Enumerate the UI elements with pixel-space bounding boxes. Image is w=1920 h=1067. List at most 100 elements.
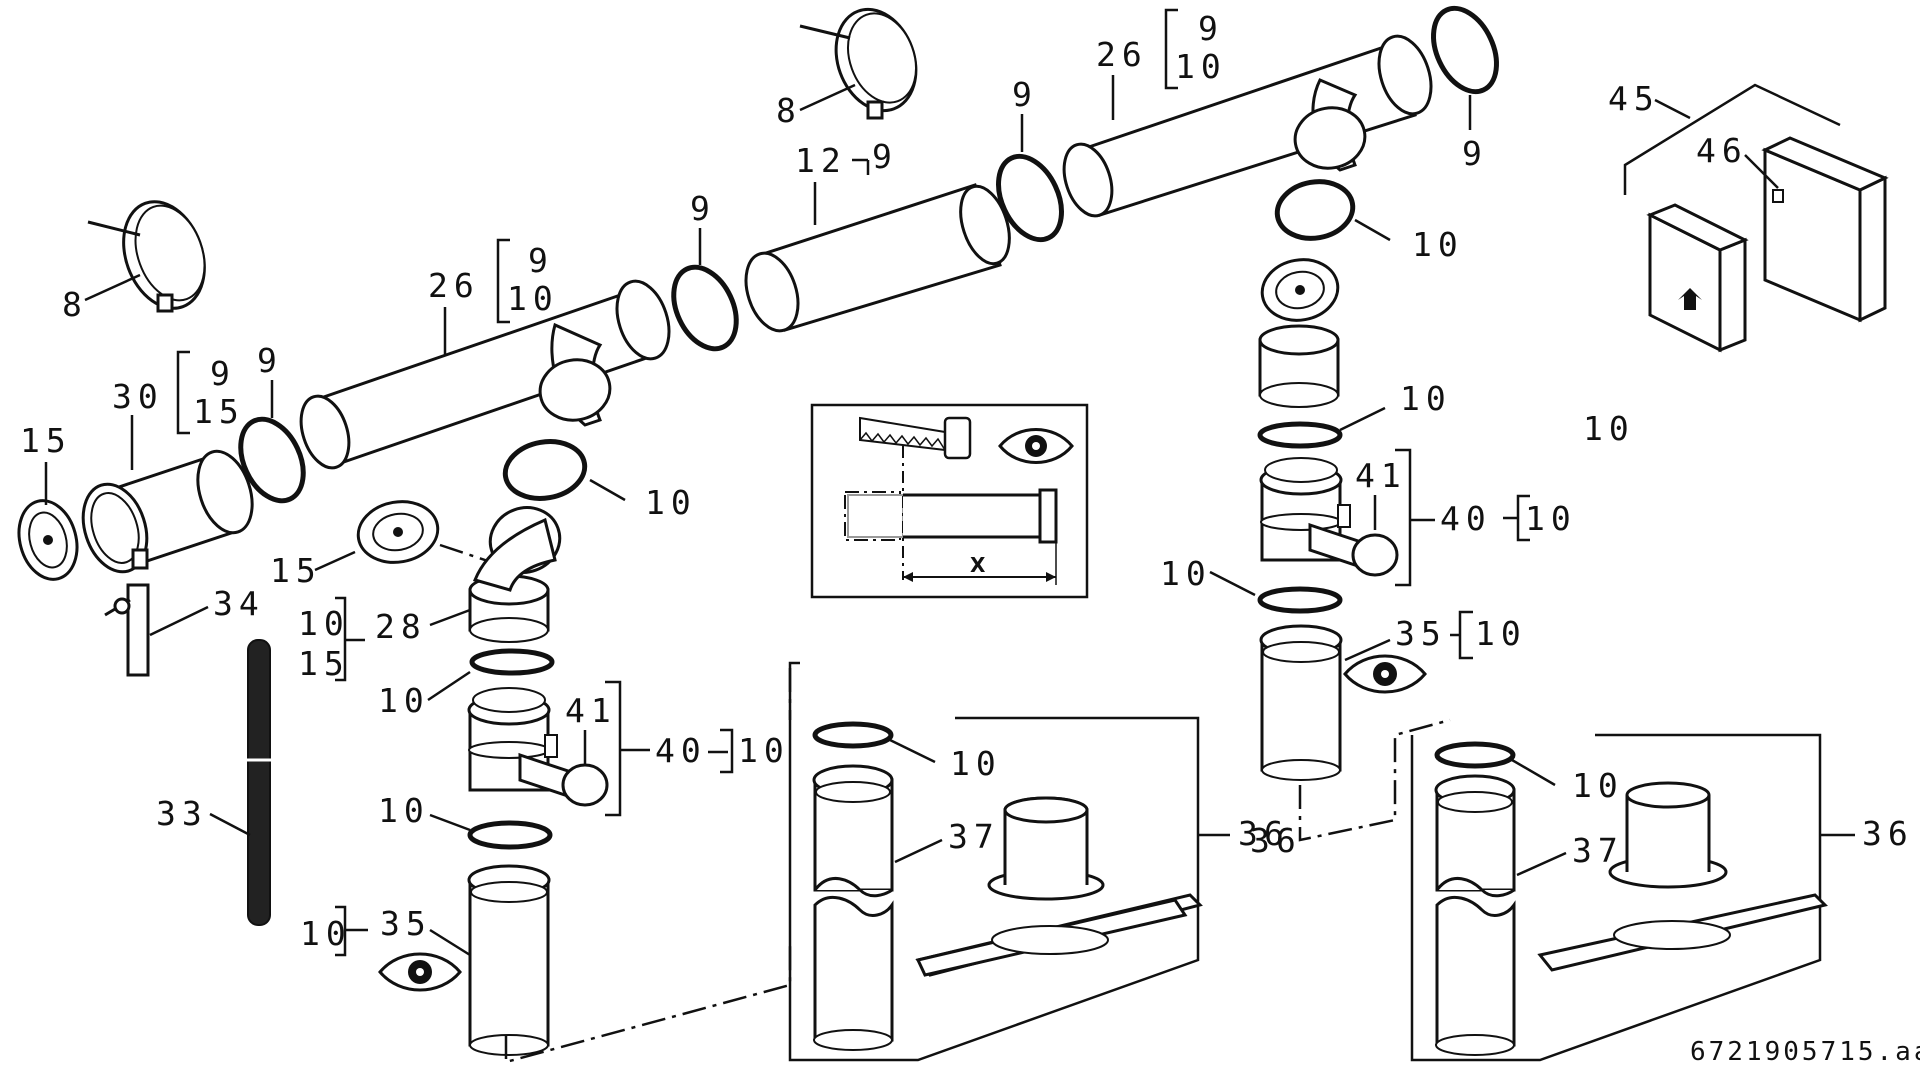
- bracket-36-left: [788, 661, 1200, 1062]
- leader-34: [149, 605, 209, 637]
- pipe-35-right: [1259, 624, 1343, 781]
- tee-pipe-26-left: [299, 279, 671, 470]
- leader-10-c: [427, 670, 471, 702]
- label-46: 46: [1696, 131, 1748, 170]
- leader-45: [1623, 83, 1841, 195]
- label-40-right-10: 10: [1525, 499, 1577, 538]
- leader-35-left: [429, 928, 471, 957]
- cutting-detail-box: X: [810, 403, 1089, 599]
- label-10-e: 10: [950, 744, 1002, 783]
- leader-10-g: [1209, 570, 1256, 597]
- bracket-26-left: [496, 238, 510, 324]
- label-28-10: 10: [298, 604, 350, 643]
- label-15-left: 15: [20, 421, 72, 460]
- label-9-c: 9: [1012, 75, 1038, 114]
- pipe-clamp-left: [87, 200, 206, 313]
- bracket-36-right: [1410, 733, 1822, 1062]
- seal-ring-9-c: [996, 153, 1064, 243]
- label-36-left: 36: [1238, 814, 1290, 853]
- chimney-kit-36-left: [788, 661, 1200, 1062]
- pipe-37-left: [812, 764, 894, 1051]
- adapter-30: [81, 449, 254, 574]
- label-36-right: 36: [1862, 814, 1914, 853]
- seal-ring-10-a: [502, 439, 588, 501]
- leader-37-right: [1516, 851, 1567, 877]
- label-34: 34: [213, 584, 265, 623]
- eye-icon: [378, 952, 462, 992]
- eye-icon: [1343, 654, 1427, 694]
- bracket-12: [852, 158, 870, 175]
- label-26-left-9: 9: [528, 241, 554, 280]
- label-10-f: 10: [1400, 379, 1452, 418]
- label-26-right-9: 9: [1198, 9, 1224, 48]
- label-33: 33: [156, 794, 208, 833]
- leader-8-left: [84, 273, 141, 302]
- leader-28: [429, 608, 471, 627]
- eye-icon: [998, 428, 1074, 464]
- label-26-right: 26: [1096, 35, 1148, 74]
- bracket-40-right-10: [1503, 494, 1530, 542]
- label-10-a: 10: [645, 483, 697, 522]
- cap-15-left: [17, 499, 79, 581]
- leader-10-a: [589, 478, 626, 502]
- elbow-28-right: [1258, 324, 1340, 408]
- leader-8-top: [799, 83, 856, 112]
- leader-10-b: [1354, 218, 1391, 242]
- label-8-left: 8: [62, 285, 88, 324]
- inspection-piece-40-left: [467, 687, 609, 807]
- label-28: 28: [375, 607, 427, 646]
- saw-icon: [859, 416, 972, 460]
- label-10-i: 10: [1583, 409, 1635, 448]
- label-9-d: 9: [1462, 134, 1488, 173]
- label-41-right: 41: [1355, 456, 1407, 495]
- bracket-28: [335, 596, 365, 682]
- leader-10-e: [889, 738, 936, 764]
- leader-37-left: [894, 838, 943, 864]
- leader-33: [209, 812, 251, 837]
- elbow-28: [468, 506, 562, 643]
- bracket-30: [176, 350, 190, 435]
- label-9-b: 9: [690, 189, 716, 228]
- bracket-40-left-10: [708, 728, 734, 774]
- pipe-37-right: [1434, 774, 1516, 1056]
- label-41-left: 41: [565, 691, 617, 730]
- label-10-g: 10: [1160, 554, 1212, 593]
- label-10-c: 10: [378, 681, 430, 720]
- seal-ring-10-f: [1257, 421, 1343, 449]
- label-40-right: 40: [1440, 499, 1492, 538]
- roof-plate-right: [1537, 781, 1828, 972]
- label-36-mid: 36: [1250, 821, 1302, 860]
- seal-ring-10-h: [1434, 741, 1516, 769]
- seal-ring-9-b: [671, 264, 739, 352]
- roof-plate-left: [915, 796, 1203, 977]
- leader-46: [1744, 154, 1779, 189]
- label-35-left: 35: [380, 904, 432, 943]
- label-37-left: 37: [948, 817, 1000, 856]
- leader-10-d: [429, 813, 471, 832]
- bracket-35-left: [335, 905, 368, 957]
- label-40-left-10: 10: [738, 731, 790, 770]
- label-26-left-10: 10: [507, 279, 559, 318]
- label-37-right: 37: [1572, 831, 1624, 870]
- pipe-clamp-top: [799, 7, 918, 120]
- label-30-15: 15: [193, 392, 245, 431]
- seal-ring-10-d: [467, 820, 553, 850]
- test-sampler-34: [104, 583, 150, 677]
- label-12: 12: [795, 141, 847, 180]
- label-12-9: 9: [872, 137, 898, 176]
- seal-ring-10-g: [1257, 586, 1343, 614]
- tee-pipe-26-right: [1062, 34, 1433, 218]
- seal-ring-9-d: [1431, 5, 1499, 95]
- seal-ring-10-e: [812, 721, 894, 749]
- bracket-35-right: [1450, 610, 1473, 660]
- inspection-piece-40-right: [1259, 457, 1399, 577]
- cap-15-right: [1260, 258, 1340, 322]
- label-8-top: 8: [776, 91, 802, 130]
- pipe-12: [744, 183, 1011, 333]
- label-35-left-10: 10: [300, 914, 352, 953]
- label-10-h: 10: [1572, 766, 1624, 805]
- label-35-right: 35: [1395, 614, 1447, 653]
- rod-33: [244, 639, 274, 926]
